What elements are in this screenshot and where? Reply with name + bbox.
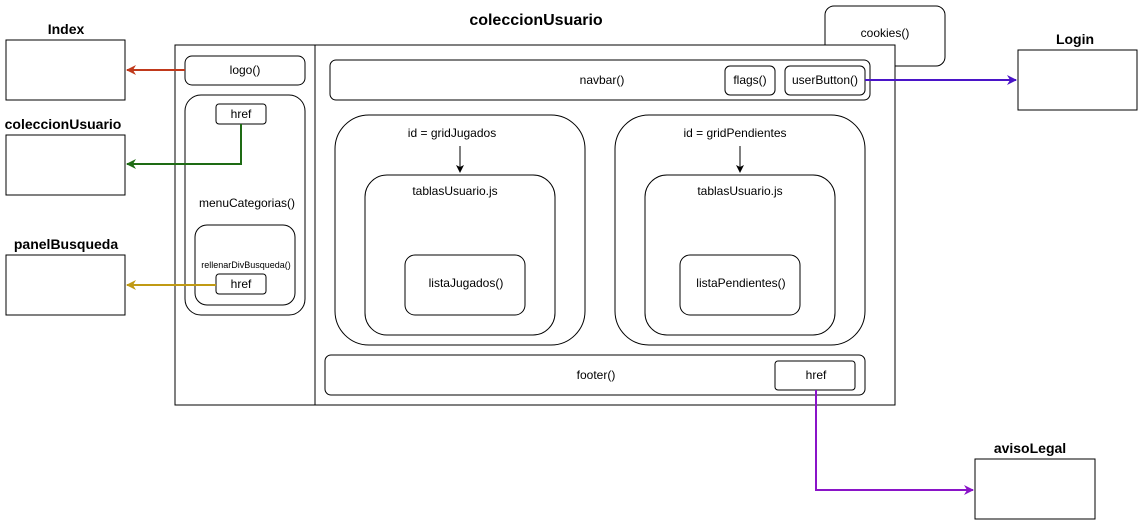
lista-jugados-label: listaJugados() — [429, 276, 504, 290]
footer-box — [324, 354, 866, 396]
lista-jugados-box — [404, 254, 526, 316]
flags-label: flags() — [733, 73, 766, 87]
arrow-href-to-coleccion — [126, 124, 242, 169]
page-label-coleccion: coleccionUsuario — [5, 116, 122, 132]
page-box-index — [5, 39, 126, 101]
grid-jugados-id: id = gridJugados — [408, 126, 496, 140]
page-label-panel: panelBusqueda — [14, 236, 118, 252]
page-label-index: Index — [48, 21, 85, 37]
menu-categorias-label: menuCategorias() — [199, 196, 295, 210]
lista-pendientes-label: listaPendientes() — [696, 276, 785, 290]
logo-label: logo() — [230, 63, 261, 77]
footer-label: footer() — [577, 368, 616, 382]
page-box-coleccion — [5, 134, 126, 196]
flags-box — [724, 65, 776, 96]
grid-pendientes-id: id = gridPendientes — [683, 126, 786, 140]
navbar-label: navbar() — [580, 73, 625, 87]
user-button-label: userButton() — [792, 73, 858, 87]
diagram-title: coleccionUsuario — [469, 12, 603, 29]
page-box-aviso — [974, 458, 1096, 520]
page-label-login: Login — [1056, 31, 1094, 47]
page-label-aviso: avisoLegal — [994, 440, 1066, 456]
arrow-footer-to-aviso — [815, 390, 974, 495]
href-top-label: href — [231, 107, 252, 121]
page-box-panel — [5, 254, 126, 316]
page-box-login — [1017, 49, 1138, 111]
href-bottom-label: href — [231, 277, 252, 291]
footer-href-label: href — [806, 368, 827, 382]
cookies-label: cookies() — [861, 26, 910, 40]
tablas-jugados-label: tablasUsuario.js — [412, 184, 497, 198]
tablas-pendientes-label: tablasUsuario.js — [697, 184, 782, 198]
rellenar-label: rellenarDivBusqueda() — [201, 260, 291, 270]
lista-pendientes-box — [679, 254, 801, 316]
